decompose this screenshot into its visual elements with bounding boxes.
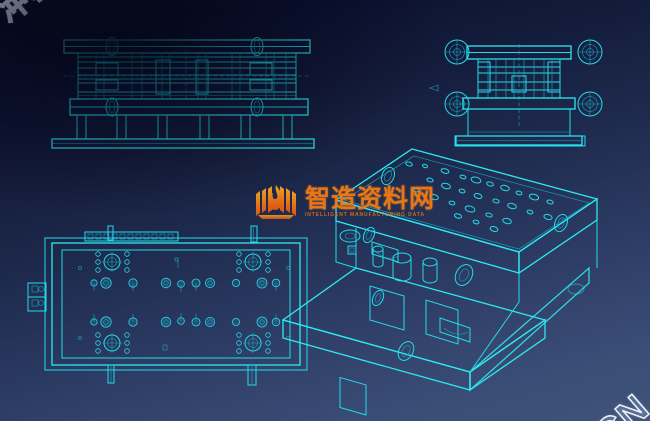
logo-en-text: INTELLIGENT MANUFACTURING DATA (305, 211, 425, 218)
watermark-logo: 智造资料网 INTELLIGENT MANUFACTURING DATA (253, 180, 435, 224)
flame-book-logo-icon (253, 180, 299, 224)
plan-guide-pins (102, 252, 263, 353)
iso-internal-components (348, 226, 476, 363)
view-isometric (281, 136, 599, 416)
side-bracket (28, 283, 46, 311)
view-side-elevation (429, 40, 602, 146)
iso-hole-field (379, 161, 570, 233)
view-plan (28, 226, 307, 385)
plan-hole-cluster-lower (90, 313, 281, 328)
logo-cn-text: 智造资料网 (305, 184, 436, 213)
plan-hole-cluster-upper (90, 277, 281, 292)
guide-bushing-group (445, 40, 602, 116)
view-front-elevation (51, 38, 315, 149)
